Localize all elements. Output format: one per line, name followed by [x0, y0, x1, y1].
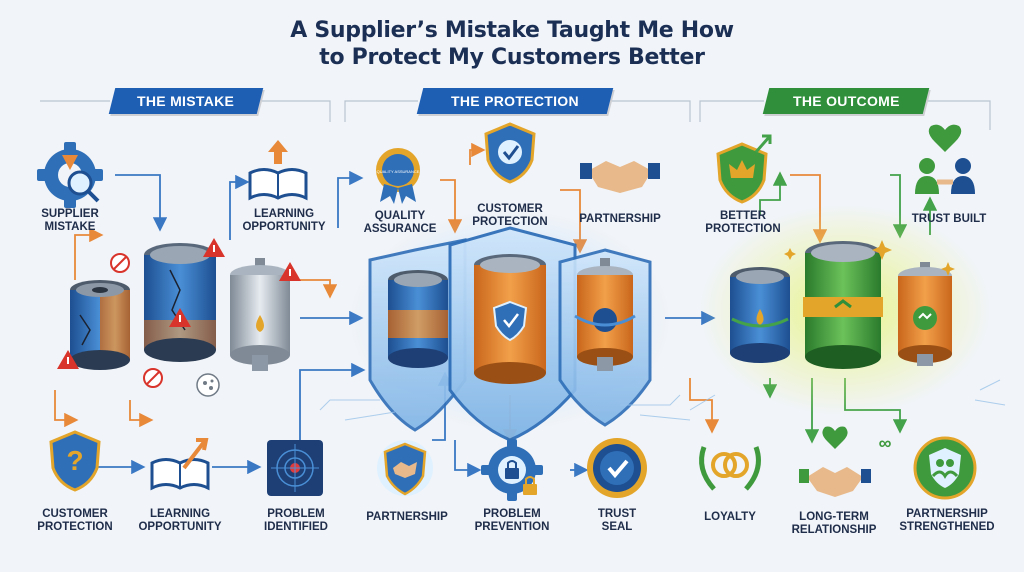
gear-magnifier-icon: [37, 142, 103, 208]
shield-check-icon: [484, 122, 536, 184]
handshake-heart-icon: ∞: [799, 426, 892, 497]
blocked-icon: [110, 253, 130, 273]
open-book-arrow-icon: [248, 140, 308, 201]
handshake-badge-icon: [377, 440, 433, 496]
blocked-icon: [143, 368, 163, 388]
quality-badge-text: QUALITY ASSURANCE: [377, 169, 420, 174]
warning-icon: [57, 350, 79, 369]
warning-icon: [203, 238, 225, 257]
warning-icon: [279, 262, 301, 281]
shield-crown-icon: [716, 134, 772, 204]
seal-check-icon: [587, 438, 647, 498]
warning-icon: [169, 308, 191, 327]
green-filter-icon: [803, 241, 883, 369]
green-filter-icon: [898, 262, 952, 366]
protected-filter-icon: [388, 270, 448, 368]
svg-text:∞: ∞: [879, 433, 892, 453]
blue-arrows: [87, 170, 716, 478]
sparkle-icons: [784, 240, 955, 276]
label-loyalty: LOYALTY: [704, 511, 756, 523]
people-heart-icon: [915, 124, 975, 194]
label-trust-built: TRUST BUILT: [911, 213, 987, 225]
protected-filter-icon: [574, 258, 636, 371]
damaged-filter-icon: [230, 258, 290, 371]
damaged-filter-icon: [144, 243, 216, 362]
radar-target-icon: [267, 440, 323, 496]
label-partnership-top: PARTNERSHIP: [579, 213, 661, 225]
label-partnership-bottom: PARTNERSHIP: [366, 511, 448, 523]
people-shield-icon: [913, 436, 977, 500]
gear-lock-icon: [481, 439, 543, 501]
protected-filter-icon: [474, 254, 546, 384]
shield-question-icon: ?: [49, 430, 101, 492]
damaged-filter-icon: [70, 280, 130, 370]
section-frame-lines: [40, 100, 991, 130]
handshake-icon: [580, 161, 660, 193]
book-arrow-icon: [150, 438, 210, 491]
quality-badge-icon: QUALITY ASSURANCE: [376, 148, 420, 204]
svg-text:?: ?: [66, 445, 83, 476]
circuit-lines: [319, 379, 1006, 421]
green-filter-icon: [730, 267, 790, 363]
title-line-1: A Supplier’s Mistake Taught Me How: [290, 18, 734, 43]
title-line-2: to Protect My Customers Better: [319, 45, 705, 70]
laurel-rings-icon: [699, 446, 761, 491]
contamination-icon: [196, 373, 220, 397]
